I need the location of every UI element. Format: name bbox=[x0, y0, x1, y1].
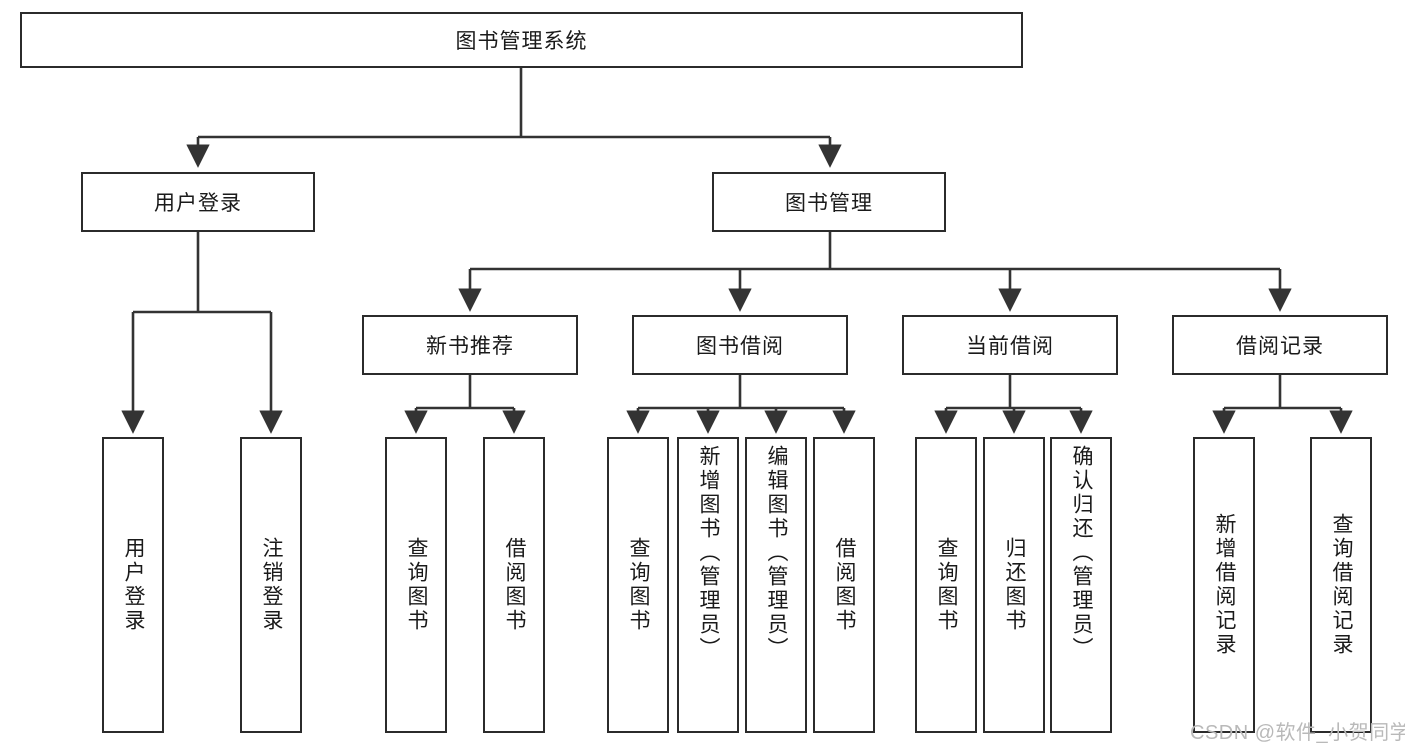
node-leaf-return-book[interactable]: 归还图书 bbox=[983, 437, 1045, 733]
node-label: 新增图书（管理员） bbox=[697, 445, 720, 661]
node-label: 查询借阅记录 bbox=[1330, 513, 1353, 657]
node-leaf-query-borrow-record[interactable]: 查询借阅记录 bbox=[1310, 437, 1372, 733]
node-leaf-borrow-book[interactable]: 借阅图书 bbox=[813, 437, 875, 733]
node-leaf-query-book-current[interactable]: 查询图书 bbox=[915, 437, 977, 733]
node-label: 查询图书 bbox=[935, 537, 958, 633]
node-leaf-query-book-newbook[interactable]: 查询图书 bbox=[385, 437, 447, 733]
node-leaf-logout[interactable]: 注销登录 bbox=[240, 437, 302, 733]
node-label: 借阅记录 bbox=[1236, 335, 1324, 358]
node-label: 图书借阅 bbox=[696, 335, 784, 358]
node-leaf-add-borrow-record[interactable]: 新增借阅记录 bbox=[1193, 437, 1255, 733]
node-label: 图书管理 bbox=[785, 192, 873, 215]
node-leaf-query-book-borrow[interactable]: 查询图书 bbox=[607, 437, 669, 733]
node-label: 查询图书 bbox=[627, 537, 650, 633]
node-label: 查询图书 bbox=[405, 537, 428, 633]
node-label: 图书管理系统 bbox=[455, 30, 588, 53]
csdn-watermark: CSDN @软件_小贺同学 bbox=[1190, 722, 1405, 744]
node-leaf-borrow-book-newbook[interactable]: 借阅图书 bbox=[483, 437, 545, 733]
node-borrow-record[interactable]: 借阅记录 bbox=[1172, 315, 1388, 375]
node-label: 编辑图书（管理员） bbox=[765, 445, 788, 661]
node-current-borrow[interactable]: 当前借阅 bbox=[902, 315, 1118, 375]
node-label: 用户登录 bbox=[154, 192, 242, 215]
node-leaf-user-login[interactable]: 用户登录 bbox=[102, 437, 164, 733]
node-label: 借阅图书 bbox=[503, 537, 526, 633]
node-label: 新增借阅记录 bbox=[1213, 513, 1236, 657]
node-book-borrow[interactable]: 图书借阅 bbox=[632, 315, 848, 375]
node-label: 借阅图书 bbox=[833, 537, 856, 633]
node-label: 当前借阅 bbox=[966, 335, 1054, 358]
node-book-management[interactable]: 图书管理 bbox=[712, 172, 946, 232]
node-label: 用户登录 bbox=[122, 537, 145, 633]
node-root-system[interactable]: 图书管理系统 bbox=[20, 12, 1023, 68]
node-user-login[interactable]: 用户登录 bbox=[81, 172, 315, 232]
node-label: 归还图书 bbox=[1003, 537, 1026, 633]
node-label: 新书推荐 bbox=[426, 335, 514, 358]
node-label: 注销登录 bbox=[260, 537, 283, 633]
node-label: 确认归还（管理员） bbox=[1070, 445, 1093, 661]
node-new-book-recommend[interactable]: 新书推荐 bbox=[362, 315, 578, 375]
node-leaf-add-book-admin[interactable]: 新增图书（管理员） bbox=[677, 437, 739, 733]
node-leaf-confirm-return-admin[interactable]: 确认归还（管理员） bbox=[1050, 437, 1112, 733]
node-leaf-edit-book-admin[interactable]: 编辑图书（管理员） bbox=[745, 437, 807, 733]
